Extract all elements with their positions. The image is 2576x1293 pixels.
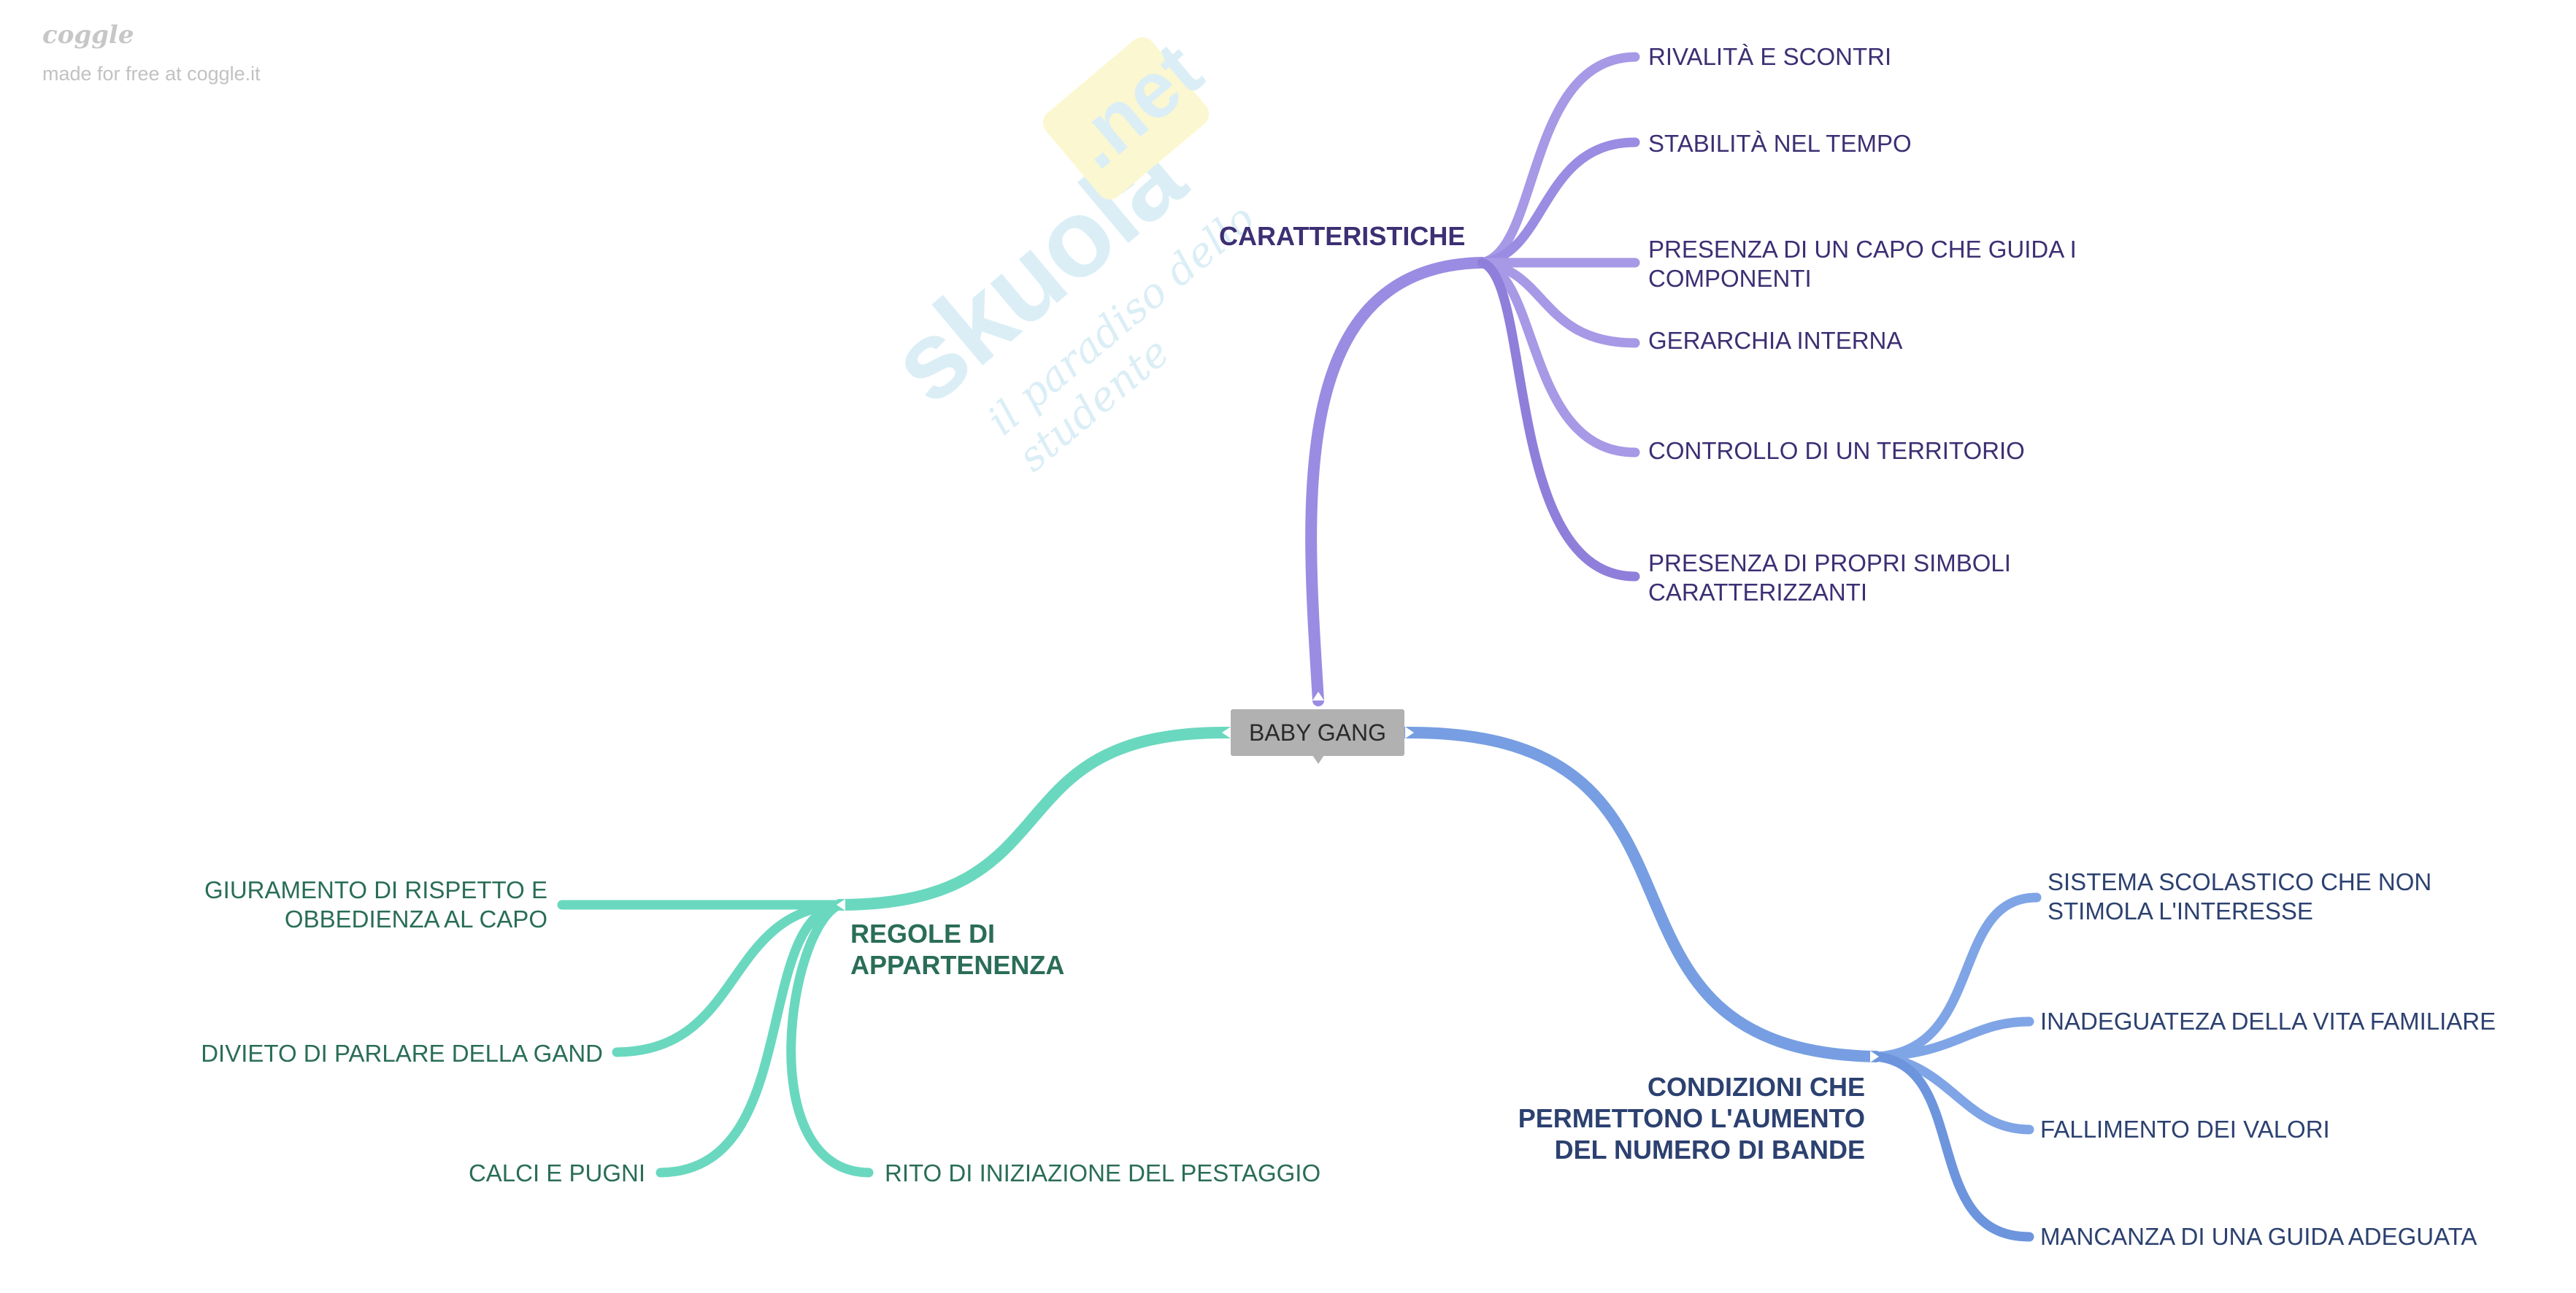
connector-arrowheads (837, 692, 1879, 1062)
branch-title-regole-line-1: REGOLE DI (850, 919, 996, 949)
branch-regole-lines (557, 726, 1237, 1178)
arrow-regole (837, 899, 845, 911)
connector-inadeguatezza[interactable] (1871, 1016, 2034, 1062)
connector-gerarchia[interactable] (1477, 258, 1640, 348)
connector-divieto[interactable] (612, 900, 845, 1057)
branch-title-condizioni-line-1: CONDIZIONI CHE (1647, 1072, 1865, 1102)
node-rivalita-e-scontri[interactable]: RIVALITÀ E SCONTRI (1648, 43, 1892, 70)
connector-territorio[interactable] (1477, 258, 1640, 458)
branch-title-regole-line-2: APPARTENENZA (850, 950, 1065, 980)
node-stabilita-nel-tempo[interactable]: STABILITÀ NEL TEMPO (1648, 130, 1912, 157)
node-giuramento-line-2: OBBEDIENZA AL CAPO (284, 906, 547, 933)
connector-rito[interactable] (786, 900, 874, 1178)
connector-root-regole[interactable] (834, 726, 1237, 911)
connector-rivalita[interactable] (1477, 52, 1640, 268)
node-presenza-capo-line-1: PRESENZA DI UN CAPO CHE GUIDA I (1648, 236, 2077, 263)
connector-simboli[interactable] (1477, 258, 1640, 582)
branch-caratteristiche-lines (1305, 52, 1640, 706)
arrow-condizioni (1870, 1051, 1879, 1062)
made-for-free-note[interactable]: made for free at coggle.it (42, 63, 261, 85)
node-propri-simboli-line-1: PRESENZA DI PROPRI SIMBOLI (1648, 549, 2011, 576)
node-fallimento-valori[interactable]: FALLIMENTO DEI VALORI (2040, 1116, 2330, 1143)
center-node-pointer (1312, 755, 1324, 764)
node-propri-simboli-line-2: CARATTERIZZANTI (1648, 579, 1868, 606)
connector-stabilita[interactable] (1477, 137, 1640, 268)
node-presenza-capo[interactable]: PRESENZA DI UN CAPO CHE GUIDA I COMPONEN… (1648, 235, 2077, 293)
arrow-left (1222, 727, 1231, 738)
node-presenza-capo-line-2: COMPONENTI (1648, 265, 1812, 292)
branch-title-condizioni-line-2: PERMETTONO L'AUMENTO (1518, 1103, 1865, 1133)
node-controllo-territorio[interactable]: CONTROLLO DI UN TERRITORIO (1648, 437, 2025, 464)
node-gerarchia-interna[interactable]: GERARCHIA INTERNA (1648, 327, 1903, 354)
node-giuramento[interactable]: GIURAMENTO DI RISPETTO E OBBEDIENZA AL C… (109, 876, 547, 934)
connector-calci[interactable] (655, 900, 845, 1178)
root-node-baby-gang[interactable]: BABY GANG (1231, 709, 1404, 756)
connector-root-caratteristiche[interactable] (1305, 257, 1488, 706)
connector-root-condizioni[interactable] (1399, 726, 1882, 1062)
coggle-logo: coggle (42, 20, 134, 50)
node-propri-simboli[interactable]: PRESENZA DI PROPRI SIMBOLI CARATTERIZZAN… (1648, 549, 2011, 607)
node-sistema-scolastico-line-2: STIMOLA L'INTERESSE (2048, 898, 2313, 925)
branch-title-condizioni[interactable]: CONDIZIONI CHE PERMETTONO L'AUMENTO DEL … (1460, 1071, 1865, 1165)
node-inadeguatezza-vita-familiare[interactable]: INADEGUATEZA DELLA VITA FAMILIARE (2040, 1008, 2496, 1035)
arrow-right (1405, 727, 1414, 738)
node-sistema-scolastico-line-1: SISTEMA SCOLASTICO CHE NON (2048, 868, 2432, 895)
branch-condizioni-lines (1399, 726, 2042, 1242)
node-calci-e-pugni[interactable]: CALCI E PUGNI (468, 1159, 645, 1186)
arrow-top (1312, 692, 1324, 700)
node-giuramento-line-1: GIURAMENTO DI RISPETTO E (204, 876, 547, 903)
connector-mancanza[interactable] (1871, 1051, 2034, 1242)
branch-title-caratteristiche[interactable]: CARATTERISTICHE (1219, 221, 1466, 251)
node-divieto-parlare[interactable]: DIVIETO DI PARLARE DELLA GAND (201, 1040, 603, 1067)
node-mancanza-guida[interactable]: MANCANZA DI UNA GUIDA ADEGUATA (2040, 1223, 2477, 1250)
node-rito-iniziazione[interactable]: RITO DI INIZIAZIONE DEL PESTAGGIO (885, 1159, 1321, 1186)
branch-title-condizioni-line-3: DEL NUMERO DI BANDE (1554, 1135, 1865, 1165)
connector-sistema[interactable] (1871, 892, 2042, 1062)
branch-title-regole[interactable]: REGOLE DI APPARTENENZA (850, 918, 1064, 981)
node-sistema-scolastico[interactable]: SISTEMA SCOLASTICO CHE NON STIMOLA L'INT… (2048, 868, 2431, 926)
